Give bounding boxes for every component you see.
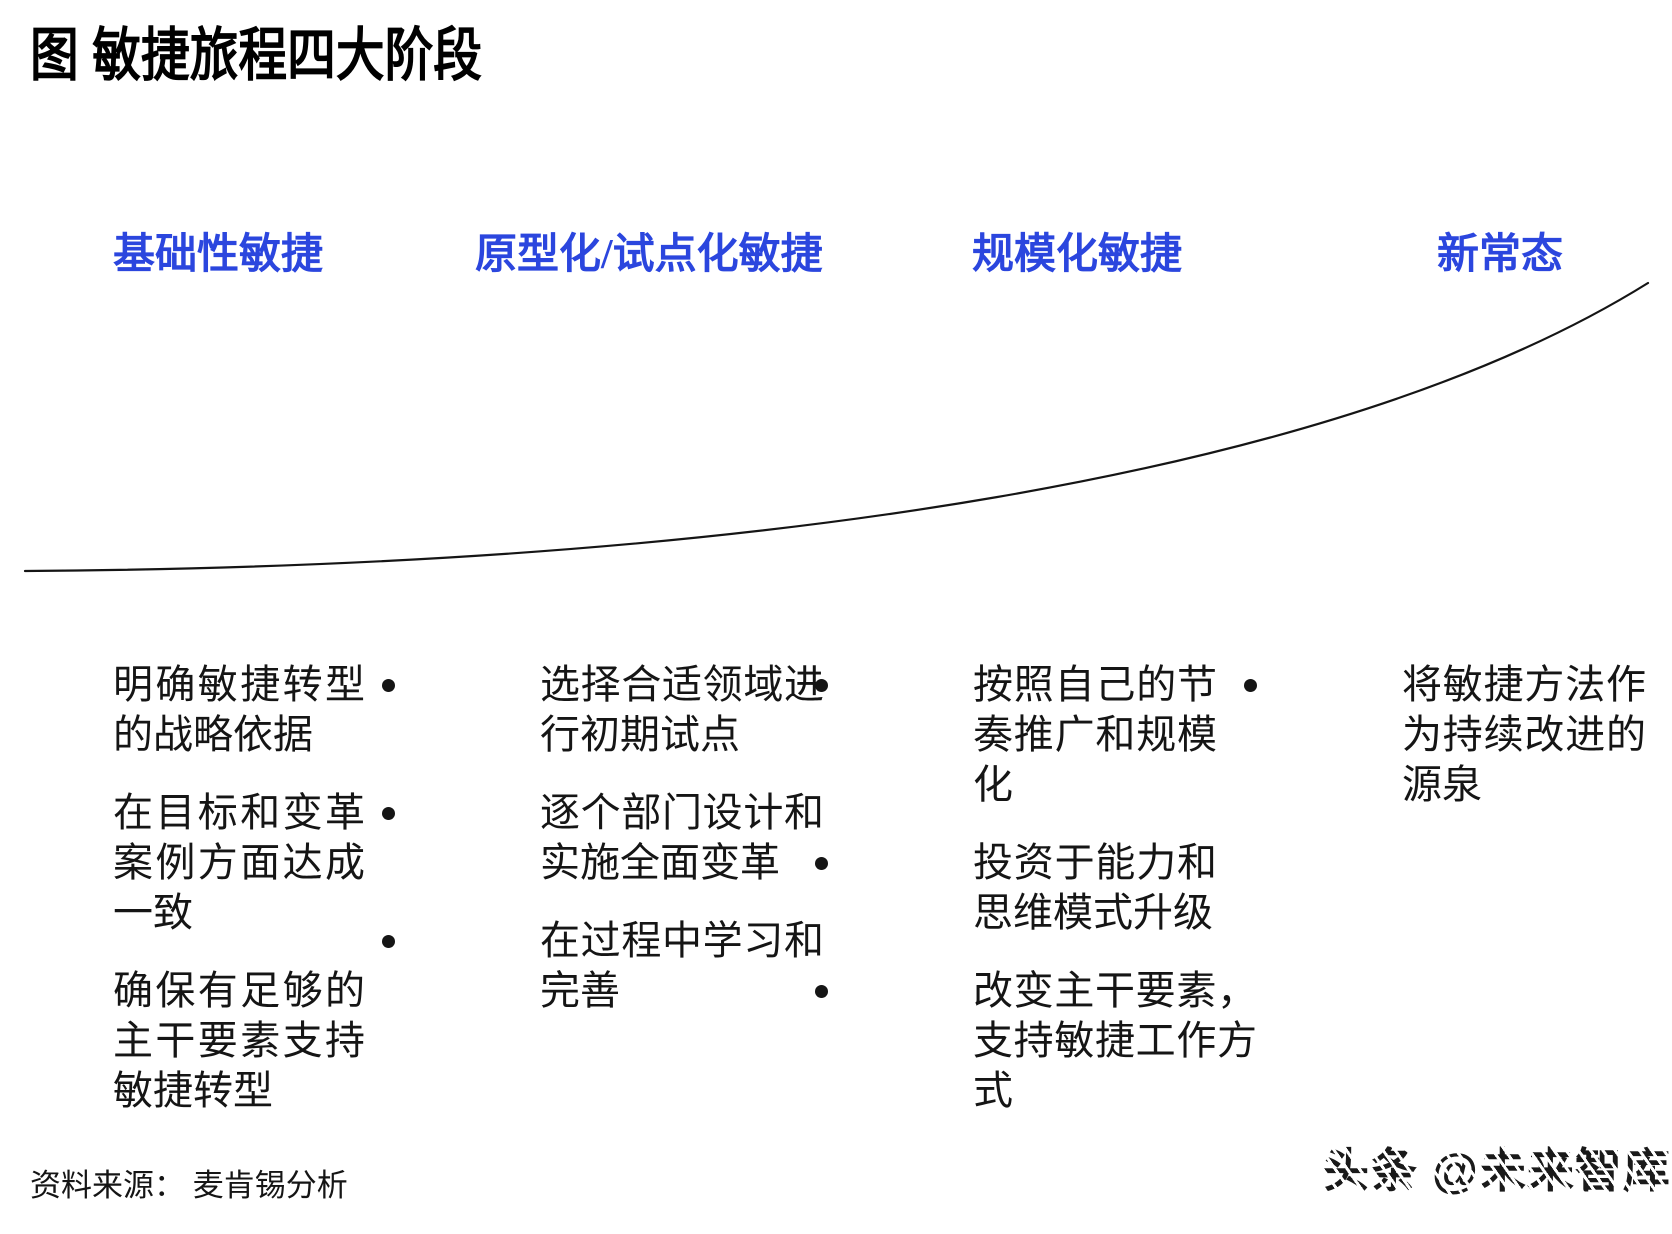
bullet-icon — [815, 985, 828, 998]
bullet-item: 逐个部门设计和实施全面变革 — [382, 788, 824, 888]
bullet-item: 将敏捷方法作为持续改进的源泉 — [1244, 660, 1646, 810]
bullet-icon — [382, 807, 395, 820]
bullet-item: 选择合适领域进行初期试点 — [382, 660, 824, 760]
stage-header-prototype-pilot-agile: 原型化/试点化敏捷 — [475, 232, 823, 278]
bullet-text: 选择合适领域进行初期试点 — [540, 662, 824, 757]
bullet-item: 投资于能力和思维模式升级 — [815, 838, 1217, 938]
source-note: 资料来源： 麦肯锡分析 — [30, 1168, 348, 1203]
bullet-text: 在过程中学习和完善 — [540, 918, 824, 1013]
figure-title: 图 敏捷旅程四大阶段 — [30, 23, 483, 88]
stage-column-scaled: 按照自己的节奏推广和规模化 投资于能力和思维模式升级 改变主干要素，支持敏捷工作… — [815, 660, 1257, 1144]
bullet-text: 确保有足够的主干要素支持敏捷转型 — [113, 968, 365, 1113]
bullet-text: 投资于能力和思维模式升级 — [973, 840, 1217, 935]
stage-column-new-normal: 将敏捷方法作为持续改进的源泉 — [1244, 660, 1646, 838]
bullet-icon — [815, 679, 828, 692]
growth-curve-path — [23, 281, 1650, 573]
watermark: 头条 @未来智库 — [1322, 1142, 1671, 1200]
bullet-text: 逐个部门设计和实施全面变革 — [540, 790, 824, 885]
stage-header-foundational-agile: 基础性敏捷 — [113, 232, 324, 278]
stage-column-foundational: 明确敏捷转型的战略依据 在目标和变革案例方面达成一致 确保有足够的主干要素支持敏… — [30, 660, 365, 1144]
bullet-icon — [815, 857, 828, 870]
stage-header-scaled-agile: 规模化敏捷 — [972, 232, 1183, 278]
bullet-icon — [1244, 679, 1257, 692]
bullet-item: 明确敏捷转型的战略依据 — [30, 660, 365, 760]
bullet-text: 在目标和变革案例方面达成一致 — [113, 790, 365, 935]
bullet-item: 按照自己的节奏推广和规模化 — [815, 660, 1217, 810]
bullet-text: 将敏捷方法作为持续改进的源泉 — [1402, 662, 1646, 807]
bullet-text: 明确敏捷转型的战略依据 — [113, 662, 365, 757]
bullet-item: 确保有足够的主干要素支持敏捷转型 — [30, 966, 365, 1116]
stage-header-new-normal: 新常态 — [1437, 232, 1564, 278]
stage-column-prototype-pilot: 选择合适领域进行初期试点 逐个部门设计和实施全面变革 在过程中学习和完善 — [382, 660, 824, 1044]
bullet-item: 在过程中学习和完善 — [382, 916, 824, 1016]
bullet-icon — [382, 935, 395, 948]
bullet-icon — [382, 679, 395, 692]
bullet-text: 按照自己的节奏推广和规模化 — [973, 662, 1217, 807]
bullet-item: 改变主干要素，支持敏捷工作方式 — [815, 966, 1257, 1116]
bullet-text: 改变主干要素，支持敏捷工作方式 — [973, 968, 1257, 1113]
watermark-text: 头条 @未来智库 — [1322, 1144, 1671, 1197]
bullet-item: 在目标和变革案例方面达成一致 — [30, 788, 365, 938]
